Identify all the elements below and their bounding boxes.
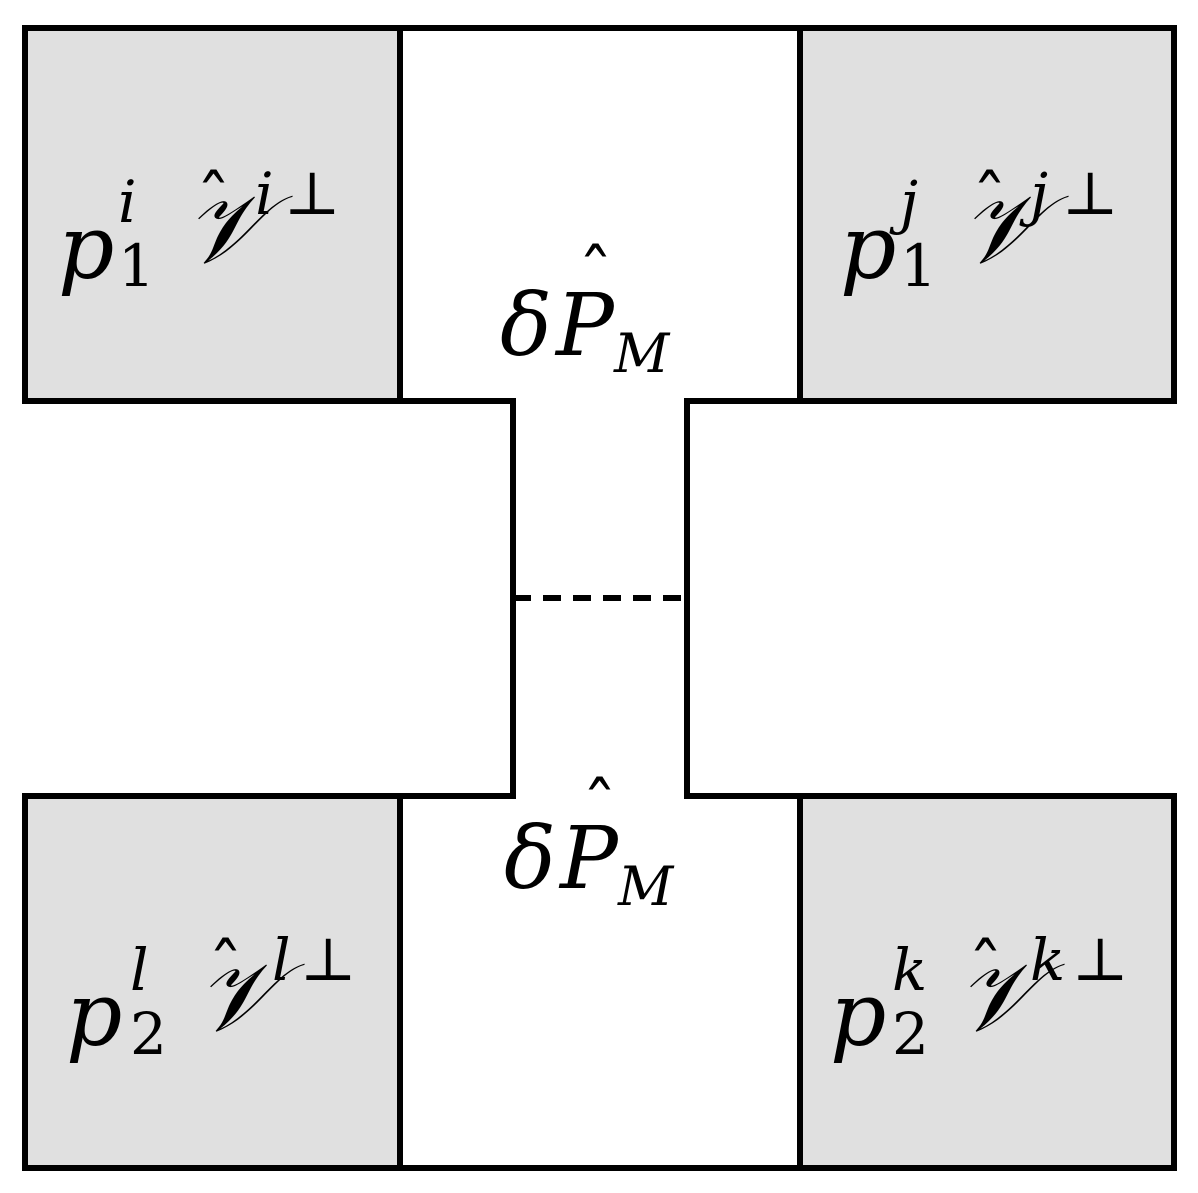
- label-propagator-bottom: δ P ˆ M: [504, 768, 675, 918]
- tl-sup2: i: [255, 160, 274, 228]
- tr-sub: 1: [900, 232, 937, 300]
- tl-sub: 1: [118, 232, 155, 300]
- channel-outline: [400, 25, 800, 1171]
- br-sup2: k: [1030, 926, 1065, 994]
- box-bottom-right: [797, 793, 1177, 1171]
- br-sup: k: [892, 936, 927, 1004]
- tl-hat: ˆ: [196, 161, 231, 243]
- tl-perp: ⊥: [284, 159, 340, 229]
- label-top-right: p j 1 𝒱 ˆ j ⊥: [840, 159, 1118, 300]
- pb-symbol: P: [558, 809, 620, 909]
- pb-delta: δ: [504, 809, 556, 909]
- box-bottom-left: [22, 793, 403, 1171]
- bl-perp: ⊥: [300, 925, 356, 995]
- tl-base: p: [58, 196, 114, 299]
- bl-sub: 2: [130, 1000, 167, 1068]
- pt-symbol: P: [554, 276, 616, 376]
- tr-base: p: [840, 196, 896, 299]
- bl-sup2: l: [272, 926, 291, 994]
- bl-hat: ˆ: [208, 929, 243, 1011]
- pb-hat: ˆ: [582, 768, 617, 850]
- tr-perp: ⊥: [1062, 159, 1118, 229]
- br-base: p: [830, 963, 886, 1066]
- pt-hat: ˆ: [578, 235, 613, 317]
- label-propagator-top: δ P ˆ M: [500, 235, 671, 385]
- br-perp: ⊥: [1072, 925, 1128, 995]
- bl-sup: l: [130, 936, 149, 1004]
- label-top-left: p i 1 𝒱 ˆ i ⊥: [58, 159, 340, 300]
- box-top-right: [797, 25, 1177, 404]
- tl-sup: i: [118, 168, 137, 236]
- br-sub: 2: [892, 1000, 929, 1068]
- box-top-left: [22, 25, 403, 404]
- pb-sub: M: [617, 855, 675, 918]
- pt-sub: M: [613, 322, 671, 385]
- tr-hat: ˆ: [972, 161, 1007, 243]
- bl-base: p: [66, 963, 122, 1066]
- pt-delta: δ: [500, 276, 552, 376]
- br-hat: ˆ: [968, 929, 1003, 1011]
